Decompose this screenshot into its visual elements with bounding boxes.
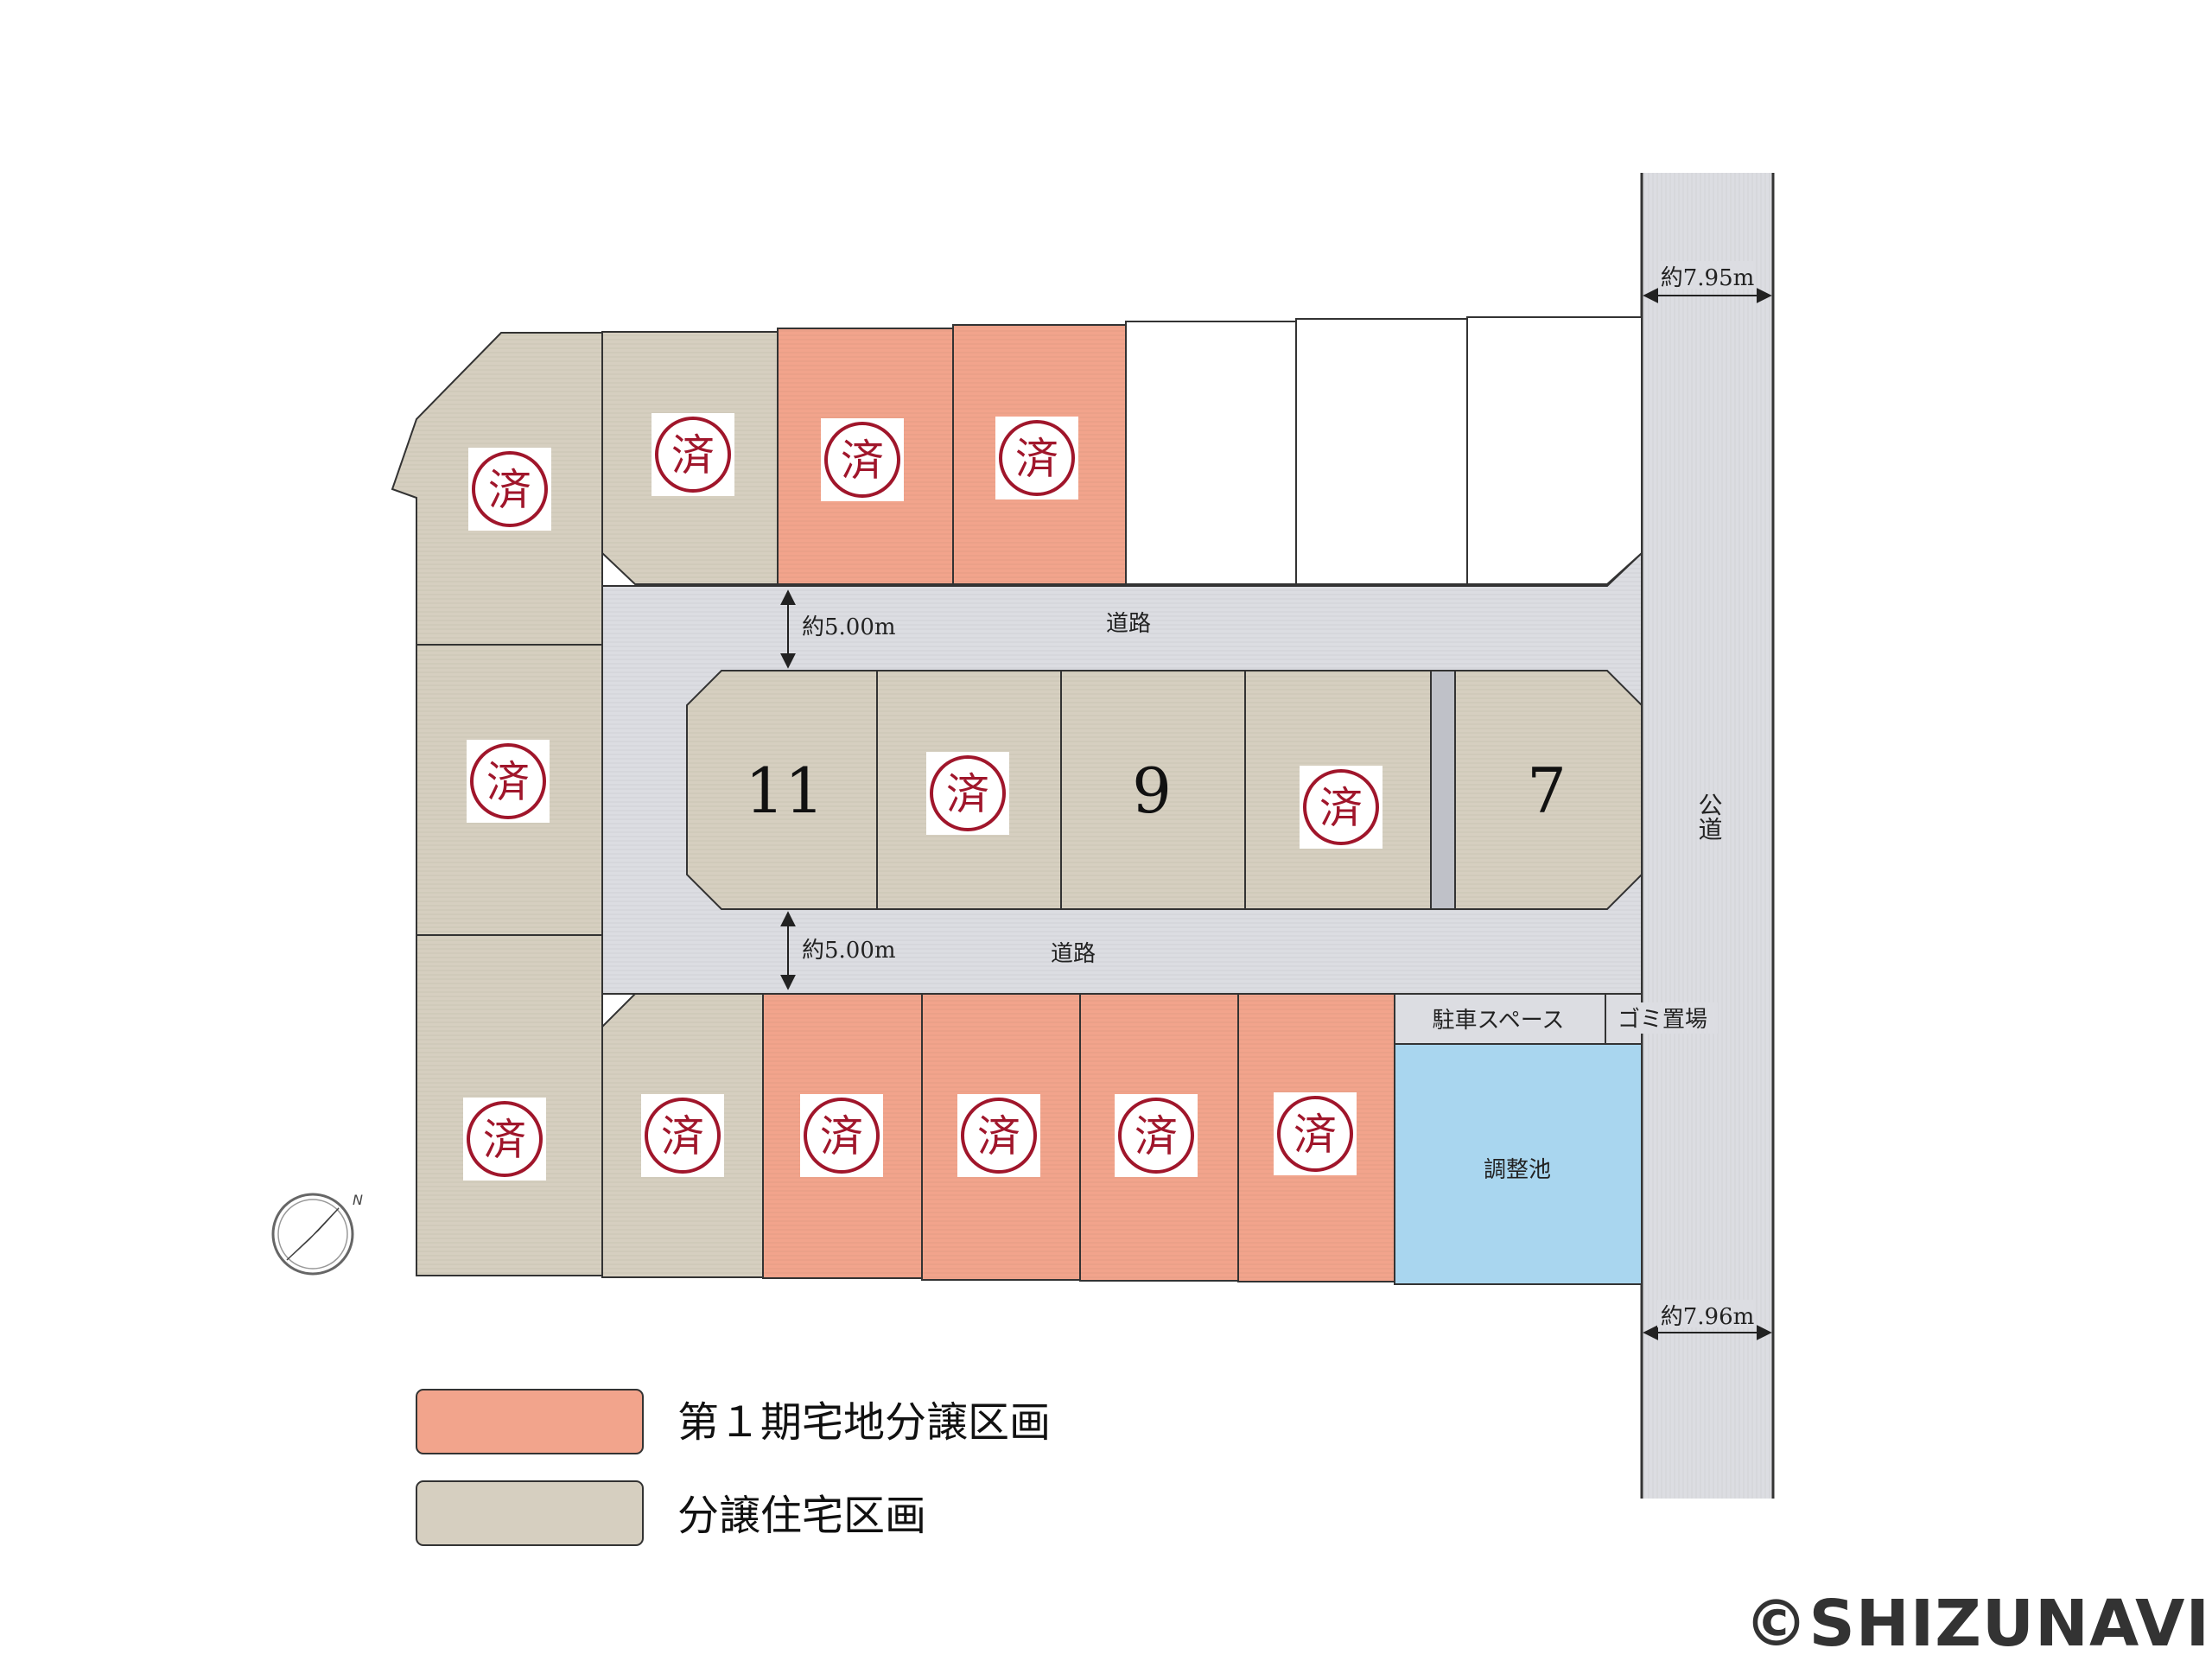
center-block: 11 9 7 xyxy=(687,671,1642,909)
garbage-label: ゴミ置場 xyxy=(1618,1007,1707,1033)
center-lane xyxy=(1431,671,1455,909)
sold-stamp: 済 xyxy=(1274,1092,1357,1175)
sold-stamp: 済 xyxy=(467,740,550,823)
sold-stamp: 済 xyxy=(1115,1094,1198,1177)
lot-top-6[interactable] xyxy=(1296,319,1467,584)
svg-text:済: 済 xyxy=(486,757,530,807)
compass-north-label: N xyxy=(353,1192,363,1208)
sold-stamp: 済 xyxy=(995,417,1078,500)
svg-text:済: 済 xyxy=(977,1111,1020,1161)
legend-swatch-house xyxy=(416,1481,643,1545)
sold-stamp: 済 xyxy=(468,448,551,531)
lot-top-7[interactable] xyxy=(1467,317,1642,584)
lot-top-5[interactable] xyxy=(1126,321,1296,584)
road-label-bottom: 道路 xyxy=(1051,941,1096,967)
legend: 第１期宅地分譲区画 分譲住宅区画 xyxy=(416,1390,1051,1545)
sold-stamp: 済 xyxy=(1300,766,1382,849)
svg-text:済: 済 xyxy=(1015,434,1058,484)
copyright-watermark: ©SHIZUNAVI xyxy=(1743,1588,2212,1659)
public-road-width-bottom: 約7.96m xyxy=(1661,1304,1755,1330)
sold-stamp: 済 xyxy=(821,418,904,501)
svg-text:済: 済 xyxy=(483,1115,526,1165)
road-width-top: 約5.00m xyxy=(802,614,896,640)
sold-stamp: 済 xyxy=(800,1094,883,1177)
svg-text:済: 済 xyxy=(1294,1110,1337,1160)
svg-text:済: 済 xyxy=(1319,783,1363,833)
sold-stamp: 済 xyxy=(926,752,1009,835)
public-road-label: 公道 xyxy=(1695,792,1724,841)
sold-stamp: 済 xyxy=(652,413,734,496)
legend-label-house: 分譲住宅区画 xyxy=(677,1492,926,1540)
lot-number-7: 7 xyxy=(1527,754,1567,827)
left-lots xyxy=(416,645,602,1276)
lot-number-9: 9 xyxy=(1132,754,1172,827)
road-width-bottom: 約5.00m xyxy=(802,938,896,964)
svg-text:済: 済 xyxy=(671,430,715,480)
svg-text:済: 済 xyxy=(488,465,531,515)
svg-text:済: 済 xyxy=(946,769,989,819)
svg-text:済: 済 xyxy=(841,436,884,486)
compass-icon: N xyxy=(273,1192,363,1274)
legend-swatch-phase1 xyxy=(416,1390,643,1454)
pond-label: 調整池 xyxy=(1484,1157,1551,1183)
lot-number-11: 11 xyxy=(745,754,824,827)
sold-stamp: 済 xyxy=(957,1094,1040,1177)
public-road: 約7.95m 約7.96m 公道 xyxy=(1642,173,1773,1499)
svg-text:済: 済 xyxy=(661,1111,704,1161)
parking-label: 駐車スペース xyxy=(1433,1008,1565,1034)
svg-text:済: 済 xyxy=(820,1111,863,1161)
legend-label-phase1: 第１期宅地分譲区画 xyxy=(677,1398,1051,1447)
sold-stamp: 済 xyxy=(641,1094,724,1177)
public-road-width-top: 約7.95m xyxy=(1661,265,1755,291)
sold-stamp: 済 xyxy=(463,1098,546,1181)
svg-text:済: 済 xyxy=(1135,1111,1178,1161)
road-label-top: 道路 xyxy=(1106,611,1151,637)
